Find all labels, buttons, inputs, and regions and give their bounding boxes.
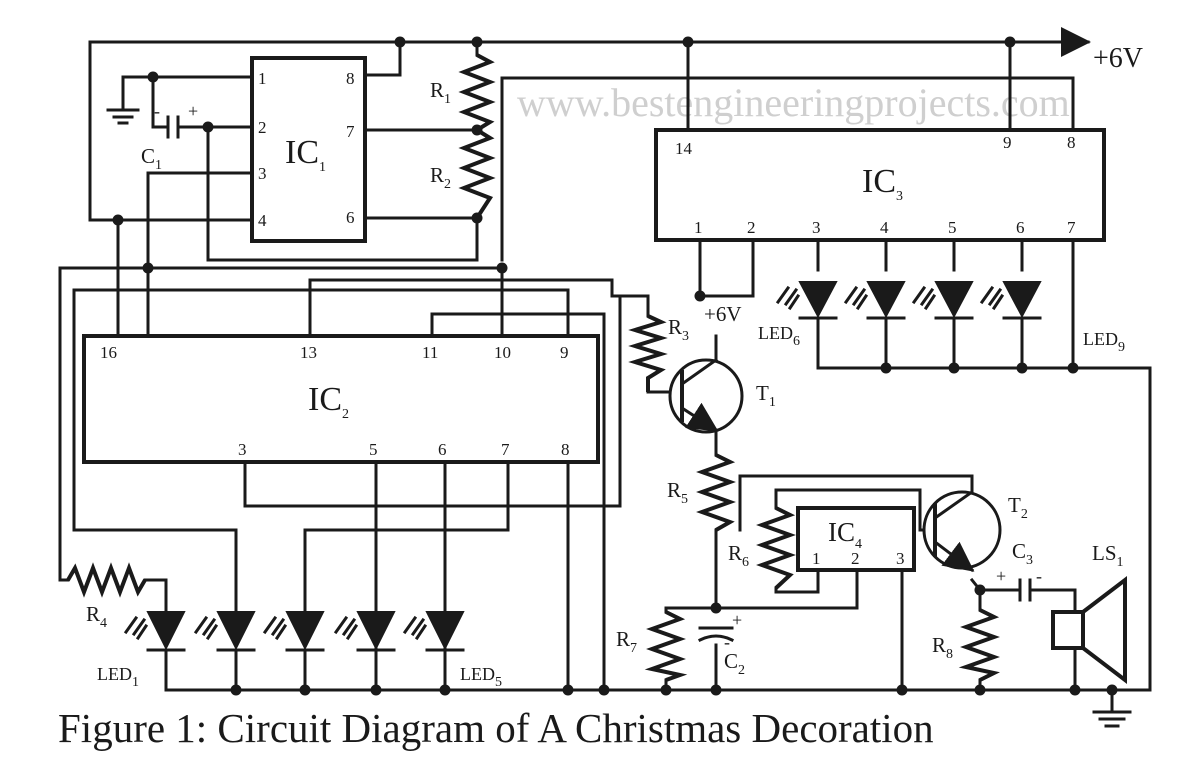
svg-text:13: 13 [300, 343, 317, 362]
svg-text:T2: T2 [1008, 493, 1028, 522]
r3-resistor [628, 314, 668, 392]
svg-text:R7: R7 [616, 627, 637, 656]
svg-text:R1: R1 [430, 78, 451, 107]
t1-supply-label: +6V [704, 302, 742, 326]
svg-text:C1: C1 [141, 144, 162, 173]
svg-text:3: 3 [258, 164, 267, 183]
svg-text:+: + [732, 610, 742, 630]
r7-resistor [644, 610, 688, 682]
svg-text:10: 10 [494, 343, 511, 362]
svg-text:R3: R3 [668, 315, 689, 344]
svg-text:IC3: IC3 [862, 163, 903, 204]
svg-text:6: 6 [346, 208, 355, 227]
svg-text:R2: R2 [430, 163, 451, 192]
svg-text:+: + [996, 566, 1006, 586]
led-9 [979, 281, 1042, 320]
led-7 [843, 281, 906, 320]
led-3 [262, 611, 325, 652]
svg-text:-: - [1036, 566, 1042, 586]
r1-resistor [458, 53, 496, 132]
svg-text:3: 3 [238, 440, 247, 459]
svg-text:14: 14 [675, 139, 693, 158]
svg-text:IC2: IC2 [308, 381, 349, 422]
svg-text:3: 3 [896, 549, 905, 568]
svg-text:LED1: LED1 [97, 664, 139, 690]
leds [123, 281, 1042, 652]
r6-resistor [756, 506, 796, 590]
ic3: IC3 14 9 8 1 2 3 4 5 6 7 [654, 128, 1106, 242]
svg-text:LED5: LED5 [460, 664, 502, 690]
figure-caption: Figure 1: Circuit Diagram of A Christmas… [58, 705, 934, 751]
led-5 [402, 611, 465, 652]
t2-transistor [922, 478, 1002, 573]
svg-text:4: 4 [880, 218, 889, 237]
svg-text:1: 1 [812, 549, 821, 568]
svg-text:5: 5 [948, 218, 957, 237]
t1-transistor [668, 357, 744, 434]
r8-resistor [958, 608, 1000, 682]
led-6 [775, 281, 838, 320]
resistors [66, 53, 1000, 682]
svg-text:1: 1 [694, 218, 703, 237]
svg-text:IC1: IC1 [285, 134, 326, 175]
ic1: IC1 1 2 3 4 8 7 6 [250, 56, 367, 243]
svg-text:6: 6 [1016, 218, 1025, 237]
led-2 [193, 611, 256, 652]
svg-text:8: 8 [346, 69, 355, 88]
wires [58, 27, 1152, 728]
labels: +6V +6V R1 R2 R3 R4 R5 R6 R7 R8 C1 C2 C3… [86, 43, 1143, 690]
svg-text:4: 4 [258, 211, 267, 230]
led-1 [123, 611, 186, 652]
svg-text:R6: R6 [728, 541, 749, 570]
svg-text:2: 2 [258, 118, 267, 137]
supply-label: +6V [1093, 43, 1143, 74]
svg-text:16: 16 [100, 343, 117, 362]
watermark: www.bestengineeringprojects.com [517, 80, 1070, 125]
svg-text:3: 3 [812, 218, 821, 237]
ic4: IC4 1 2 3 [796, 506, 916, 572]
svg-text:-: - [154, 101, 160, 121]
svg-text:6: 6 [438, 440, 447, 459]
svg-text:LED6: LED6 [758, 323, 800, 349]
svg-text:8: 8 [1067, 133, 1076, 152]
svg-text:IC4: IC4 [828, 517, 862, 552]
svg-text:LS1: LS1 [1092, 541, 1124, 570]
svg-text:8: 8 [561, 440, 570, 459]
svg-text:T1: T1 [756, 381, 776, 410]
c2-capacitor [697, 626, 735, 643]
svg-text:R4: R4 [86, 602, 107, 631]
svg-text:5: 5 [369, 440, 378, 459]
svg-text:C2: C2 [724, 649, 745, 678]
svg-text:7: 7 [501, 440, 510, 459]
svg-text:LED9: LED9 [1083, 329, 1125, 355]
svg-text:-: - [724, 632, 730, 652]
led-4 [333, 611, 396, 652]
svg-text:R8: R8 [932, 633, 953, 662]
svg-text:7: 7 [346, 122, 355, 141]
r4-resistor [66, 562, 147, 598]
ic2: IC2 16 13 11 10 9 3 5 6 7 8 [82, 334, 600, 464]
svg-text:R5: R5 [667, 478, 688, 507]
svg-text:9: 9 [1003, 133, 1012, 152]
led-8 [911, 281, 974, 320]
svg-text:11: 11 [422, 343, 438, 362]
svg-text:9: 9 [560, 343, 569, 362]
svg-text:C3: C3 [1012, 539, 1033, 568]
svg-text:7: 7 [1067, 218, 1076, 237]
svg-text:2: 2 [851, 549, 860, 568]
r2-resistor [458, 128, 496, 220]
speaker-icon [1051, 575, 1127, 685]
junctions [112, 36, 1118, 696]
svg-text:1: 1 [258, 69, 267, 88]
svg-text:2: 2 [747, 218, 756, 237]
svg-text:+: + [188, 101, 198, 121]
r5-resistor [696, 453, 736, 532]
